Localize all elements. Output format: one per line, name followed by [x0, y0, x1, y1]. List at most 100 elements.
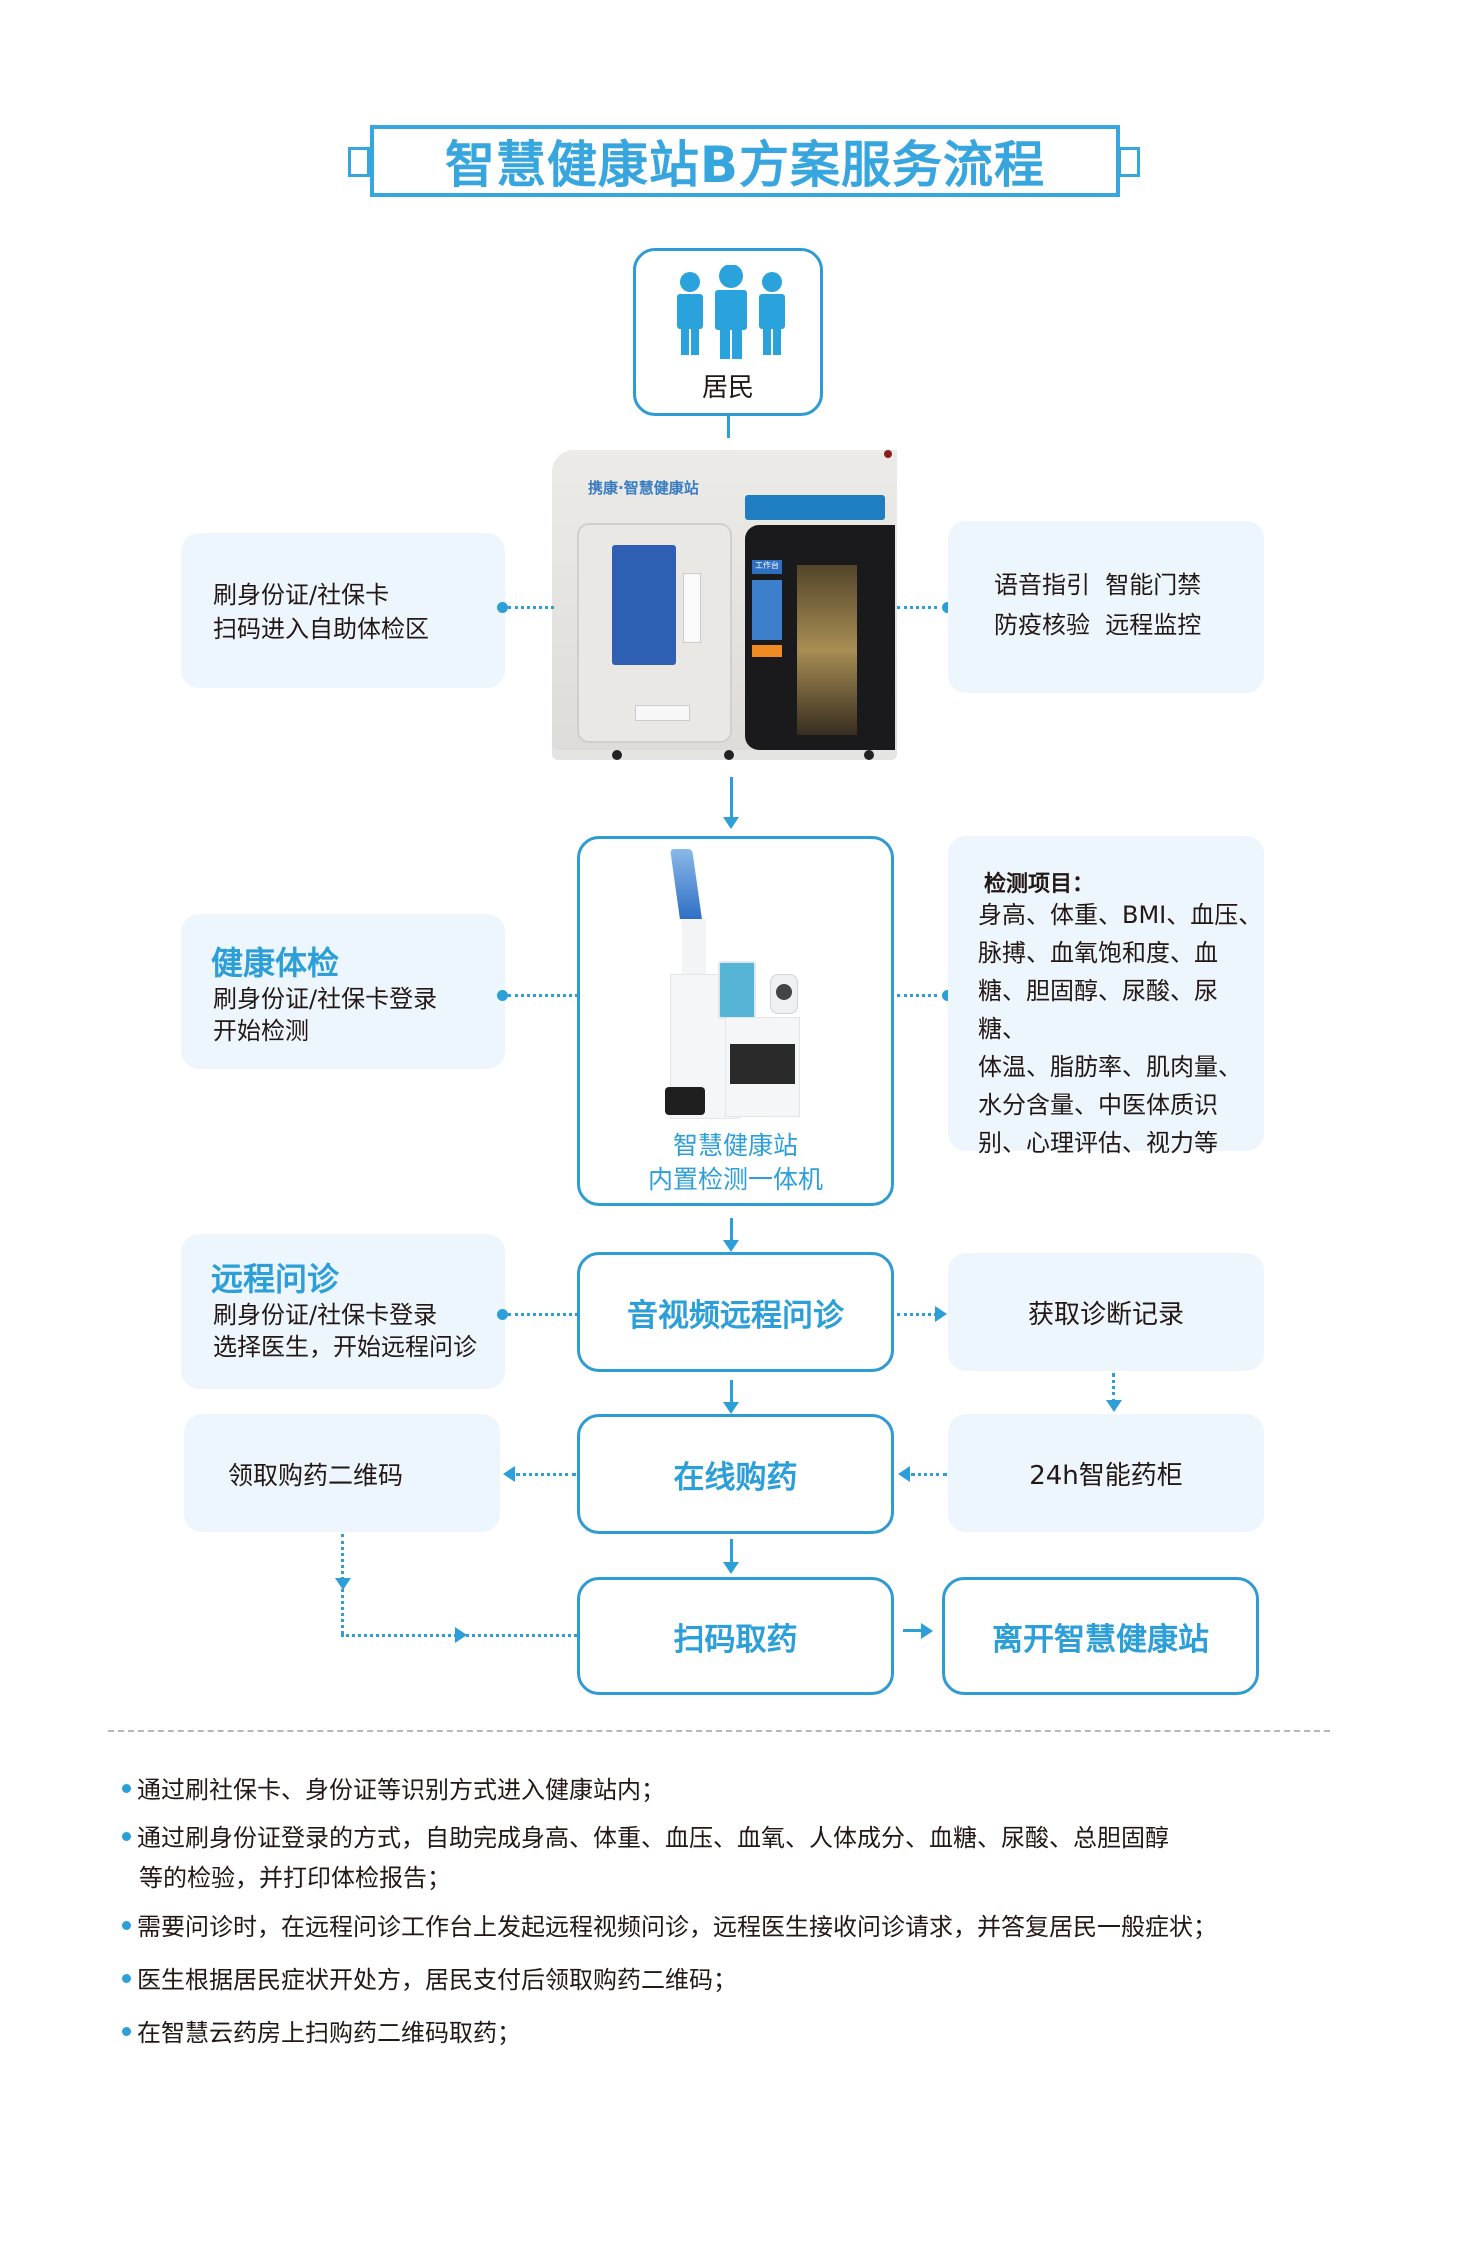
device-line-2: 内置检测一体机 — [647, 1165, 823, 1194]
test-items-list: 身高、体重、BMI、血压、 脉搏、血氧饱和度、血 糖、胆固醇、尿酸、尿糖、 体温… — [978, 896, 1264, 1162]
test-items-box: 检测项目： 身高、体重、BMI、血压、 脉搏、血氧饱和度、血 糖、胆固醇、尿酸、… — [948, 836, 1264, 1157]
leave-box: 离开智慧健康站 — [942, 1577, 1259, 1695]
bullet-icon — [122, 1920, 131, 1930]
connector-line — [730, 1539, 733, 1565]
title-right-tab — [1118, 147, 1140, 177]
connector-dot — [942, 990, 953, 1001]
kiosk-side-tag: 工作台 — [752, 560, 782, 574]
title-frame: 智慧健康站B方案服务流程 — [370, 125, 1120, 197]
connector-dashed — [508, 994, 578, 997]
section-divider — [108, 1730, 1330, 1732]
remote-consult-heading: 远程问诊 — [211, 1260, 340, 1298]
device-image — [665, 849, 800, 1119]
arrow-down-icon — [723, 817, 739, 829]
connector-line — [730, 777, 733, 819]
test-items-line: 脉搏、血氧饱和度、血 — [978, 939, 1218, 967]
arrow-down-icon — [723, 1240, 739, 1252]
page-title: 智慧健康站B方案服务流程 — [444, 136, 1046, 194]
bullet-icon — [122, 2026, 131, 2036]
qr-code-box: 领取购药二维码 — [184, 1414, 500, 1532]
kiosk-screen — [612, 545, 676, 665]
health-check-line-2: 开始检测 — [213, 1017, 309, 1045]
connector-line — [903, 1629, 923, 1632]
note-item: 通过刷身份证登录的方式，自助完成身高、体重、血压、血氧、人体成分、血糖、尿酸、总… — [122, 1821, 1169, 1855]
cabinet-box: 24h智能药柜 — [948, 1414, 1264, 1532]
test-items-line: 体温、脂肪率、肌肉量、 — [978, 1053, 1242, 1081]
arrow-right-icon — [455, 1627, 467, 1643]
kiosk-image: 携康·智慧健康站 工作台 — [552, 450, 897, 760]
health-check-line-1: 刷身份证/社保卡登录 — [213, 985, 438, 1013]
test-items-line: 身高、体重、BMI、血压、 — [978, 901, 1263, 929]
av-consult-box: 音视频远程问诊 — [577, 1252, 894, 1372]
remote-consult-box: 远程问诊 刷身份证/社保卡登录 选择医生，开始远程问诊 — [181, 1234, 505, 1389]
note-text: 通过刷社保卡、身份证等识别方式进入健康站内； — [137, 1776, 665, 1804]
scan-pickup-label: 扫码取药 — [673, 1621, 798, 1658]
bullet-icon — [122, 1783, 131, 1793]
online-purchase-box: 在线购药 — [577, 1414, 894, 1534]
note-item: 医生根据居民症状开处方，居民支付后领取购药二维码； — [122, 1963, 737, 1997]
entry-left-line-2: 扫码进入自助体检区 — [213, 615, 429, 643]
connector-dashed — [508, 1313, 578, 1316]
connector-line — [730, 1218, 733, 1244]
bullet-icon — [122, 1831, 131, 1841]
connector-dot — [497, 1309, 508, 1320]
arrow-down-icon — [335, 1578, 351, 1590]
device-line-1: 智慧健康站 — [672, 1131, 798, 1160]
arrow-down-icon — [723, 1402, 739, 1414]
arrow-right-icon — [935, 1306, 947, 1322]
bullet-icon — [122, 1973, 131, 1983]
av-consult-label: 音视频远程问诊 — [627, 1297, 844, 1334]
title-left-tab — [348, 147, 370, 177]
connector-line — [730, 1380, 733, 1406]
entry-right-line-2: 防疫核验 远程监控 — [994, 611, 1202, 639]
arrow-down-icon — [723, 1562, 739, 1574]
note-text: 需要问诊时，在远程问诊工作台上发起远程视频问诊，远程医生接收问诊请求，并答复居民… — [137, 1913, 1217, 1941]
test-items-line: 别、心理评估、视力等 — [978, 1129, 1218, 1157]
note-text: 在智慧云药房上扫购药二维码取药； — [137, 2019, 521, 2047]
entry-left-box: 刷身份证/社保卡 扫码进入自助体检区 — [181, 533, 505, 688]
note-text: 通过刷身份证登录的方式，自助完成身高、体重、血压、血氧、人体成分、血糖、尿酸、总… — [137, 1824, 1169, 1852]
entry-right-box: 语音指引 智能门禁 防疫核验 远程监控 — [948, 521, 1264, 693]
resident-box: 居民 — [633, 248, 823, 416]
test-items-line: 糖、胆固醇、尿酸、尿糖、 — [978, 977, 1218, 1043]
arrow-left-icon — [503, 1466, 515, 1482]
qr-code-label: 领取购药二维码 — [228, 1461, 404, 1490]
health-check-heading: 健康体检 — [211, 944, 340, 982]
health-check-box: 健康体检 刷身份证/社保卡登录 开始检测 — [181, 914, 505, 1069]
note-text: 等的检验，并打印体检报告； — [139, 1864, 451, 1892]
people-icon — [677, 265, 785, 359]
note-text: 医生根据居民症状开处方，居民支付后领取购药二维码； — [137, 1966, 737, 1994]
online-purchase-label: 在线购药 — [673, 1459, 798, 1496]
diagnosis-record-box: 获取诊断记录 — [948, 1253, 1264, 1371]
arrow-right-icon — [921, 1623, 933, 1639]
connector-dashed — [911, 1473, 947, 1476]
entry-right-line-1: 语音指引 智能门禁 — [994, 571, 1202, 599]
connector-dot — [942, 602, 953, 613]
remote-consult-line-2: 选择医生，开始远程问诊 — [213, 1333, 477, 1361]
test-items-line: 水分含量、中医体质识 — [978, 1091, 1218, 1119]
connector-dashed — [897, 994, 937, 997]
note-item: 通过刷社保卡、身份证等识别方式进入健康站内； — [122, 1773, 665, 1807]
arrow-down-icon — [1106, 1400, 1122, 1412]
connector-dashed — [897, 606, 937, 609]
connector-dot — [497, 602, 508, 613]
connector-dot — [497, 990, 508, 1001]
diagnosis-record-label: 获取诊断记录 — [1027, 1299, 1184, 1330]
scan-pickup-box: 扫码取药 — [577, 1577, 894, 1695]
connector-line — [727, 416, 730, 438]
entry-left-line-1: 刷身份证/社保卡 — [213, 581, 390, 609]
kiosk-brand: 携康·智慧健康站 — [588, 479, 699, 497]
device-box: 智慧健康站 内置检测一体机 — [577, 836, 894, 1206]
connector-dashed — [897, 1313, 937, 1316]
note-item: 在智慧云药房上扫购药二维码取药； — [122, 2016, 521, 2050]
leave-label: 离开智慧健康站 — [992, 1621, 1209, 1658]
connector-dashed — [516, 1473, 576, 1476]
note-item: 需要问诊时，在远程问诊工作台上发起远程视频问诊，远程医生接收问诊请求，并答复居民… — [122, 1910, 1217, 1944]
connector-dashed — [508, 606, 554, 609]
connector-dashed — [1112, 1373, 1115, 1403]
cabinet-label: 24h智能药柜 — [1029, 1460, 1183, 1491]
arrow-left-icon — [898, 1466, 910, 1482]
resident-label: 居民 — [701, 372, 754, 403]
test-items-heading: 检测项目： — [984, 872, 1095, 897]
note-item-continued: 等的检验，并打印体检报告； — [139, 1861, 451, 1895]
